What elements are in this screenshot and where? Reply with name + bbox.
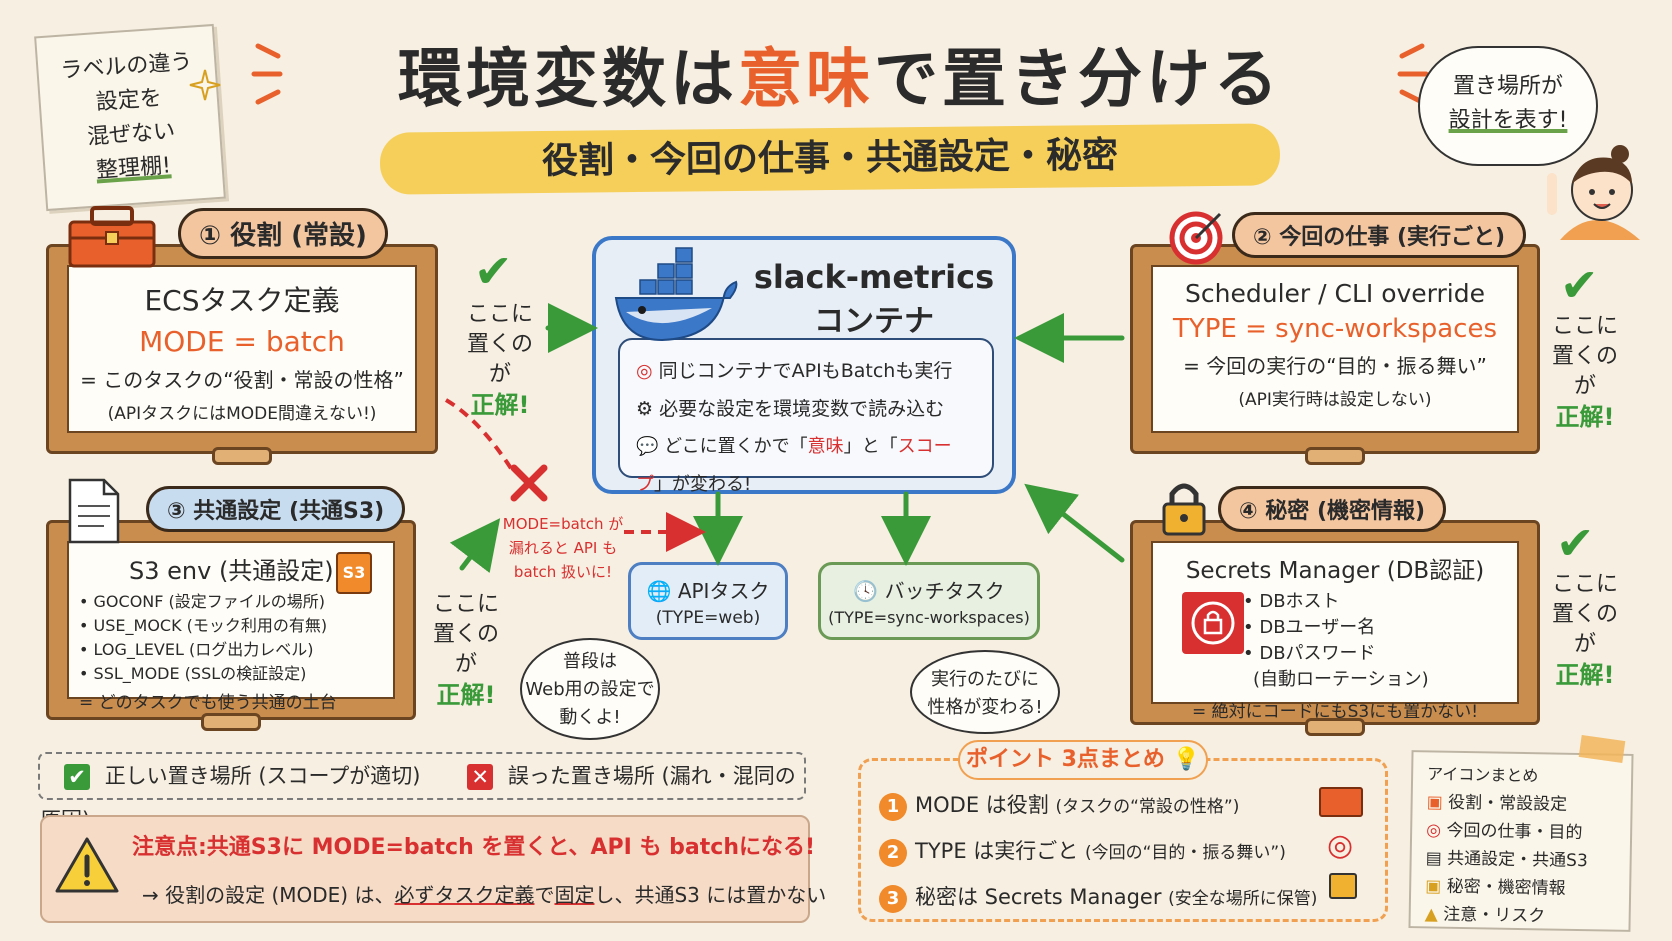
shared-heading: S3 env (共通設定)	[129, 557, 334, 585]
legend-x-icon: ✕	[467, 764, 494, 790]
container-info: ◎ 同じコンテナでAPIもBatchも実行 ⚙ 必要な設定を環境変数で読み込む …	[618, 338, 994, 495]
points-title: ポイント 3点まとめ 💡	[958, 740, 1208, 780]
role-desc: = このタスクの“役割・常設の性格”	[80, 368, 404, 392]
check-icon: ✔	[474, 244, 513, 298]
check-icon: ✔	[1560, 258, 1599, 312]
job-box: Scheduler / CLI override TYPE = sync-wor…	[1130, 244, 1540, 465]
job-value: TYPE = sync-workspaces	[1172, 314, 1497, 344]
job-note: (API実行時は設定しない)	[1238, 390, 1432, 410]
check-icon: ✔	[1556, 516, 1595, 570]
wrong-x-icon	[510, 464, 548, 502]
speech-bubble-right: 置き場所が 設計を表す!	[1418, 46, 1598, 166]
document-icon: ▤	[1425, 848, 1442, 869]
warning-title: 注意点:共通S3に MODE=batch を置くと、API も batchになる…	[132, 835, 816, 860]
icons-legend-item: ▤ 共通設定・共通S3	[1425, 848, 1588, 872]
speech-api: 普段は Web用の設定で 動くよ!	[520, 638, 660, 740]
point-icon-toolbox	[1319, 787, 1363, 817]
container-line: ⚙ 必要な設定を環境変数で読み込む	[636, 398, 945, 420]
warning-body: → 役割の設定 (MODE) は、必ずタスク定義で固定し、共通S3 には置かない	[142, 883, 827, 907]
list-item: • GOCONF (設定ファイルの場所)	[79, 592, 326, 611]
role-label: ① 役割 (常設)	[178, 208, 388, 259]
target-icon: ◎	[636, 360, 653, 382]
shared-footer: = どのタスクでも使う共通の土台	[79, 693, 337, 713]
job-heading: Scheduler / CLI override	[1185, 279, 1485, 308]
role-value: MODE = batch	[139, 325, 345, 358]
ok-text-4: ここに 置くのが 正解!	[1551, 572, 1618, 689]
shared-label: ③ 共通設定 (共通S3)	[146, 486, 406, 532]
role-box: ECSタスク定義 MODE = batch = このタスクの“役割・常設の性格”…	[46, 244, 438, 465]
point-icon-target: ◎	[1327, 828, 1354, 863]
api-task-box: 🌐 APIタスク (TYPE=web)	[628, 562, 788, 640]
character-icon	[1547, 145, 1640, 240]
ok-text-2: ここに 置くのが 正解!	[1551, 314, 1618, 431]
secret-list: • DBホスト • DBユーザー名 • DBパスワード (自動ローテーション)	[1153, 589, 1517, 693]
list-item: • DBユーザー名	[1243, 617, 1376, 638]
gear-icon: ⚙	[636, 398, 654, 420]
list-item: • DBパスワード	[1243, 643, 1376, 664]
warning-box: 注意点:共通S3に MODE=batch を置くと、API も batchになる…	[40, 815, 826, 923]
chat-icon: 💬	[636, 436, 659, 457]
container-line: ◎ 同じコンテナでAPIもBatchも実行	[636, 360, 953, 382]
lock-icon: ▣	[1425, 876, 1442, 897]
target-icon: ◎	[1425, 820, 1442, 841]
crate-handle	[1305, 718, 1365, 736]
legend: ✔ 正しい置き場所 (スコープが適切) ✕ 誤った置き場所 (漏れ・混同の原因)	[38, 752, 806, 832]
legend-check-icon: ✔	[64, 764, 90, 790]
secret-label: ④ 秘密 (機密情報)	[1218, 486, 1447, 532]
document-icon	[68, 478, 120, 544]
icons-legend-card: アイコンまとめ ▣ 役割・常設設定 ◎ 今回の仕事・目的 ▤ 共通設定・共通S3…	[1408, 750, 1634, 932]
list-item: • SSL_MODE (SSLの検証設定)	[79, 664, 307, 683]
speech-batch: 実行のたびに 性格が変わる!	[910, 650, 1060, 734]
secret-sub: (自動ローテーション)	[1253, 669, 1429, 690]
toolbox-icon	[68, 206, 156, 268]
secrets-manager-icon	[1182, 592, 1244, 654]
point-icon-lock	[1329, 873, 1357, 899]
shared-list: • GOCONF (設定ファイルの場所) • USE_MOCK (モック利用の有…	[79, 590, 383, 686]
arrow-secret-to-container	[1024, 483, 1125, 563]
toolbox-icon: ▣	[1426, 792, 1443, 813]
title-burst-left	[251, 43, 283, 105]
docker-container-box: slack-metrics コンテナ ◎ 同じコンテナでAPIもBatchも実行…	[592, 236, 1016, 495]
secret-heading: Secrets Manager (DB認証)	[1185, 558, 1485, 584]
target-icon	[1169, 211, 1223, 265]
icons-legend-item: ◎ 今回の仕事・目的	[1425, 820, 1583, 844]
crate-handle	[1305, 447, 1365, 465]
ok-text-1: ここに 置くのが 正解!	[466, 302, 533, 419]
secret-footer: = 絶対にコードにもS3にも置かない!	[1191, 702, 1479, 722]
wrong-placement-note: MODE=batch が 漏れると API も batch 扱いに!	[502, 515, 624, 581]
clock-icon: 🕓	[853, 579, 879, 603]
warning-icon	[55, 837, 119, 893]
crate-handle	[201, 713, 261, 731]
arrow-wrong-dashed	[444, 398, 514, 472]
ok-text-3: ここに 置くのが 正解!	[432, 592, 499, 709]
role-note: (APIタスクにはMODE間違えない!)	[107, 404, 377, 424]
container-title: slack-metrics コンテナ	[753, 258, 995, 339]
sparkle-icon	[189, 69, 221, 101]
lock-icon	[1162, 483, 1206, 536]
icons-legend-item: ▣ 役割・常設設定	[1426, 792, 1568, 815]
icons-legend-item: ▣ 秘密・機密情報	[1425, 876, 1566, 899]
container-line: 💬 どこに置くかで「意味」と「スコープ」が変わる!	[636, 436, 952, 495]
role-heading: ECSタスク定義	[144, 284, 340, 317]
batch-task-box: 🕓 バッチタスク (TYPE=sync-workspaces)	[818, 562, 1040, 640]
crate-handle	[212, 447, 272, 465]
arrow-shared-to-container	[449, 518, 501, 574]
warning-icon: ▲	[1424, 904, 1438, 925]
s3-badge: S3	[336, 552, 372, 594]
icons-legend-item: ▲ 注意・リスク	[1424, 904, 1546, 927]
docker-whale-icon	[614, 247, 738, 342]
lightbulb-icon: 💡	[1172, 747, 1201, 772]
job-label: ② 今回の仕事 (実行ごと)	[1232, 212, 1527, 258]
list-item: • USE_MOCK (モック利用の有無)	[79, 616, 328, 635]
list-item: • LOG_LEVEL (ログ出力レベル)	[79, 640, 314, 659]
list-item: • DBホスト	[1243, 591, 1340, 612]
globe-icon: 🌐	[646, 579, 672, 603]
page-title: 環境変数は意味で置き分ける	[398, 43, 1282, 117]
job-desc: = 今回の実行の“目的・振る舞い”	[1183, 354, 1487, 378]
